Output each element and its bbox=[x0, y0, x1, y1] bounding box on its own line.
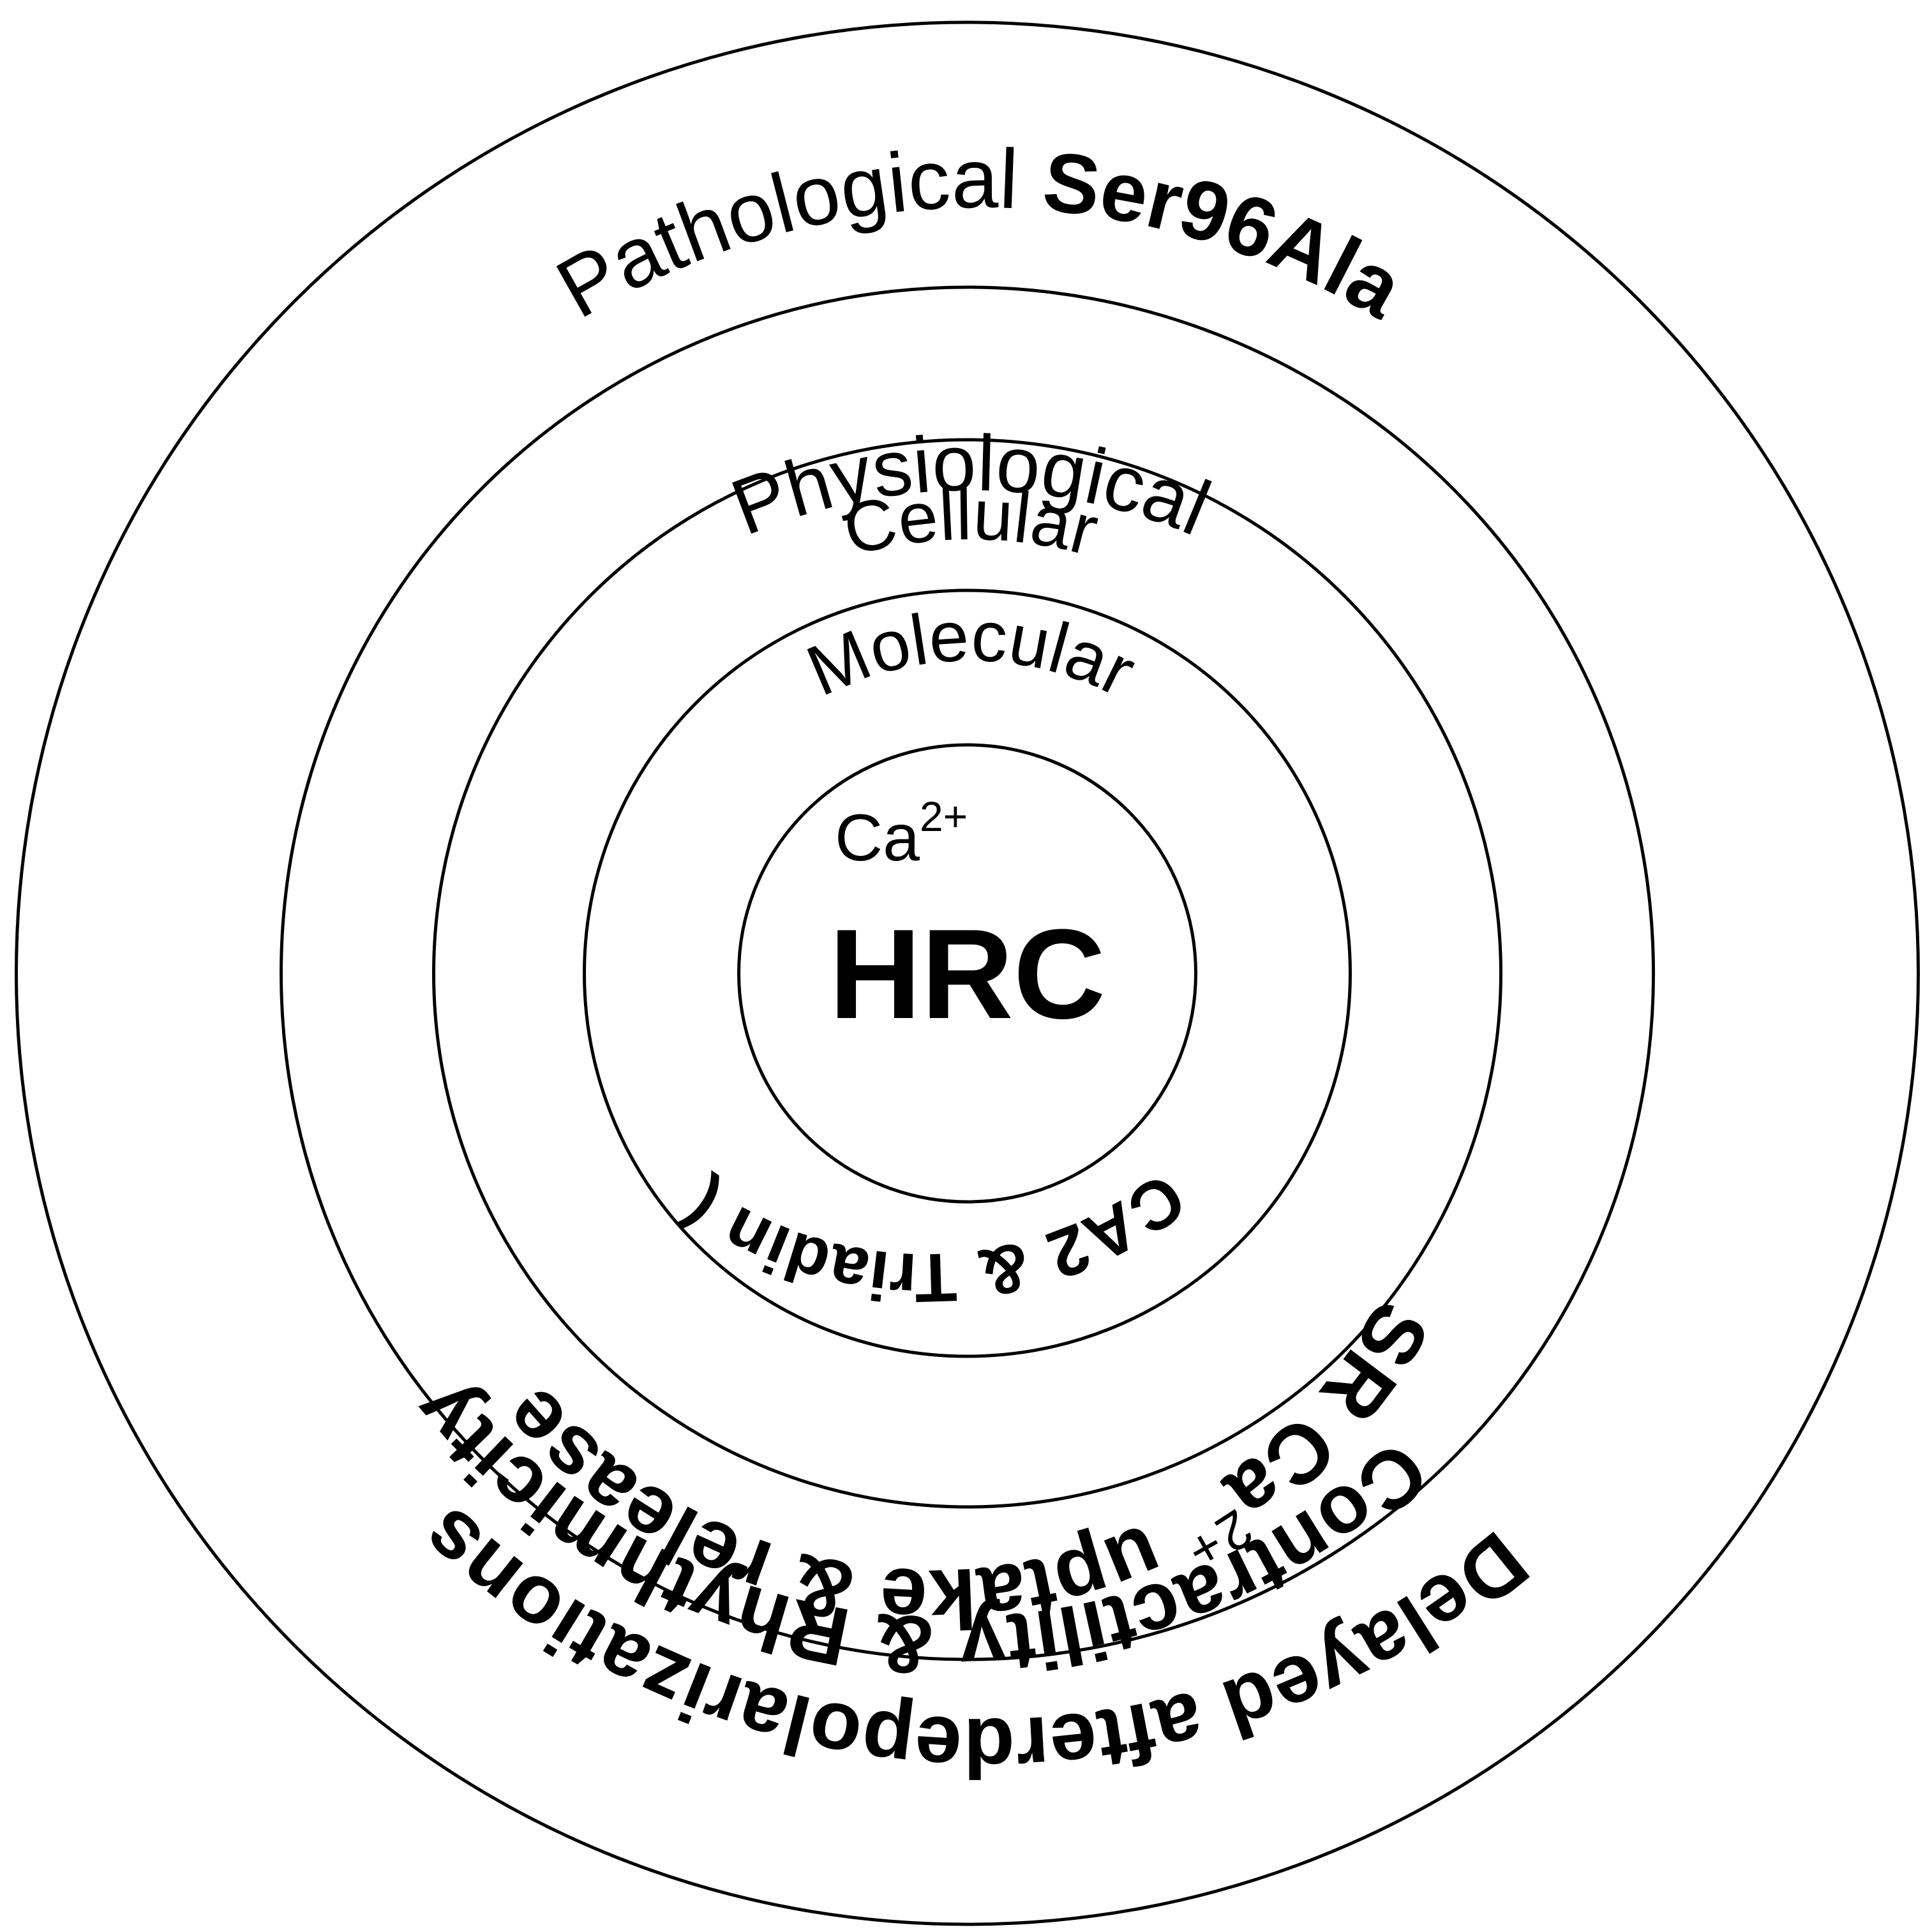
calcium-ion-charge: 2+ bbox=[920, 793, 968, 840]
hrc-label: HRC bbox=[829, 903, 1105, 1045]
cellular-ring bbox=[432, 438, 1502, 1509]
physiological-ring bbox=[280, 285, 1655, 1661]
pathological-level-prefix: Pathological bbox=[541, 131, 1045, 336]
molecular-ring bbox=[583, 588, 1352, 1358]
calcium-ion-base: Ca bbox=[835, 801, 920, 875]
pathological-variant: Ser96Ala bbox=[1038, 134, 1419, 336]
pathological-level-label: Pathological Ser96Ala bbox=[541, 131, 1419, 336]
center-ring bbox=[737, 743, 1197, 1204]
pathological-ring bbox=[15, 20, 1920, 1926]
calcium-ion-label: Ca2+ bbox=[835, 793, 968, 875]
